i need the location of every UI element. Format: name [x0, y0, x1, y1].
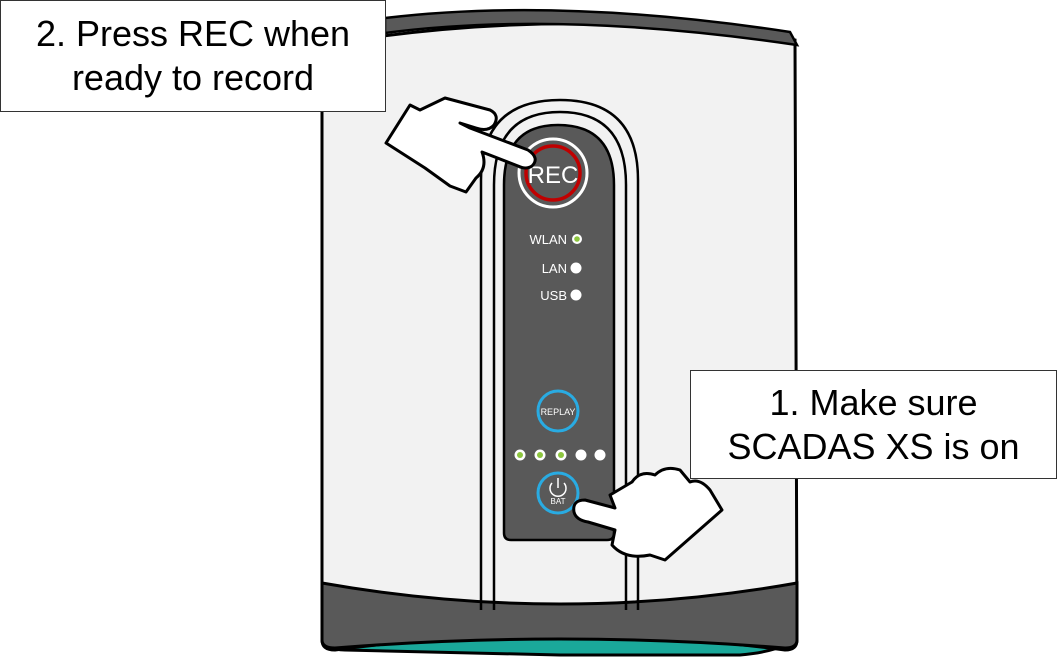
indicator-usb: USB [540, 288, 582, 303]
svg-text:WLAN: WLAN [529, 232, 567, 247]
battery-led-on [517, 452, 523, 458]
battery-led-off [594, 449, 606, 461]
battery-led-off [575, 449, 587, 461]
svg-text:REPLAY: REPLAY [541, 407, 576, 417]
svg-text:LAN: LAN [542, 261, 567, 276]
hand-pointer-icon [572, 466, 724, 562]
led-off-icon [570, 289, 582, 301]
svg-text:USB: USB [540, 288, 567, 303]
hand-pointer-icon [384, 96, 537, 194]
led-on-icon [574, 236, 580, 242]
power-button[interactable]: BAT [536, 471, 580, 515]
callout-step-1-line1: 1. Make sure [769, 381, 978, 423]
svg-text:BAT: BAT [551, 497, 566, 506]
rec-button[interactable]: REC [517, 137, 589, 209]
power-icon [549, 478, 567, 498]
rec-label: REC [528, 162, 579, 189]
callout-step-1: 1. Make sure SCADAS XS is on [690, 370, 1057, 479]
callout-step-2-line1: 2. Press REC when [35, 13, 351, 54]
replay-button[interactable]: REPLAY [536, 389, 580, 433]
callout-step-2: 2. Press REC when ready to record [0, 0, 386, 112]
control-panel [502, 123, 616, 542]
battery-led-on [558, 452, 564, 458]
battery-led-on [537, 452, 543, 458]
device-bottom-band [320, 581, 799, 650]
led-off-icon [570, 262, 582, 274]
indicator-wlan: WLAN [529, 232, 582, 247]
battery-leds [514, 449, 606, 461]
callout-step-2-line2: ready to record [71, 57, 315, 98]
device-top-cap [383, 8, 800, 47]
callout-step-1-line2: SCADAS XS is on [727, 425, 1020, 467]
indicator-lan: LAN [542, 261, 582, 276]
